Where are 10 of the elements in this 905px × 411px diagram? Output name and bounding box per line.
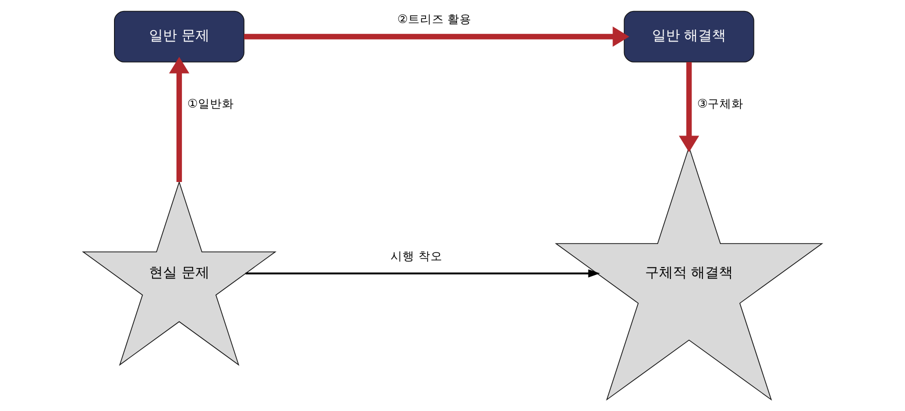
arrow bbox=[678, 62, 700, 152]
arrow bbox=[169, 56, 190, 182]
edge-label: 시행 착오 bbox=[390, 248, 442, 263]
arrow bbox=[244, 26, 630, 47]
edge-label: ②트리즈 활용 bbox=[397, 12, 472, 26]
edge-label: ①일반화 bbox=[187, 96, 234, 111]
edge-label: ③구체화 bbox=[697, 96, 744, 111]
node-box: 일반 해결책 bbox=[624, 10, 754, 62]
node-box: 일반 문제 bbox=[114, 10, 244, 62]
arrow bbox=[246, 269, 600, 278]
